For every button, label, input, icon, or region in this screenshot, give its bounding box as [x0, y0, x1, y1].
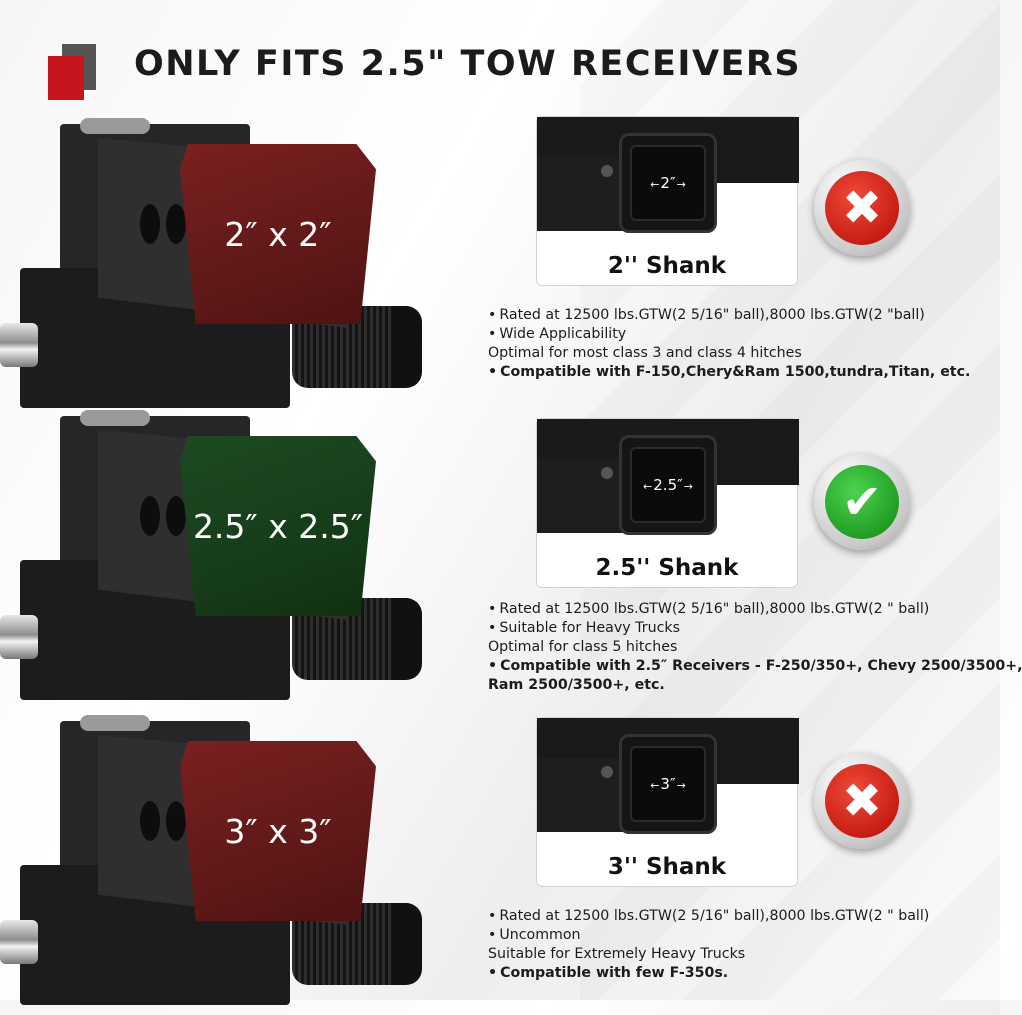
shank-block: 2.5″ x 2.5″ — [180, 436, 376, 616]
spec-item: Compatible with F-150,Chery&Ram 1500,tun… — [484, 363, 970, 382]
shank-size-label: 2.5″ x 2.5″ — [192, 506, 364, 546]
spec-item: Suitable for Heavy Trucks — [484, 619, 1022, 638]
spec-list: Rated at 12500 lbs.GTW(2 5/16" ball),800… — [484, 600, 1022, 695]
fit-badge: ✔ — [814, 454, 910, 550]
spec-item: Compatible with few F-350s. — [484, 964, 929, 983]
receiver-opening: 2.5″ — [619, 435, 717, 535]
air-coupler — [0, 323, 38, 367]
receiver-card: 2.5″ 2.5'' Shank — [536, 418, 799, 588]
check-icon: ✔ — [825, 465, 899, 539]
receiver-card: 3″ 3'' Shank — [536, 717, 799, 887]
receiver-dimension: 3″ — [650, 775, 686, 793]
shank-size-label: 3″ x 3″ — [224, 811, 332, 851]
spec-item: Optimal for class 5 hitches — [488, 639, 678, 655]
spec-item: Rated at 12500 lbs.GTW(2 5/16" ball),800… — [484, 907, 929, 926]
section-2in-shank: 2″ x 2″ 2″ 2'' Shank ✖ Rated at 12500 lb… — [0, 116, 1000, 418]
receiver-card: 2″ 2'' Shank — [536, 116, 799, 286]
spec-item: Rated at 12500 lbs.GTW(2 5/16" ball),800… — [484, 600, 1022, 619]
receiver-title: 2'' Shank — [607, 253, 727, 279]
fit-badge: ✖ — [814, 753, 910, 849]
fit-badge: ✖ — [814, 160, 910, 256]
cross-icon: ✖ — [825, 171, 899, 245]
page-title: ONLY FITS 2.5" TOW RECEIVERS — [134, 44, 802, 84]
air-coupler — [0, 920, 38, 964]
shank-size-label: 2″ x 2″ — [224, 214, 332, 254]
spec-item: Wide Applicability — [484, 325, 970, 344]
receiver-dimension: 2.5″ — [643, 476, 693, 494]
cross-icon: ✖ — [825, 764, 899, 838]
spec-item: Ram 2500/3500+, etc. — [488, 677, 665, 693]
receiver-title: 3'' Shank — [607, 854, 727, 880]
spec-list: Rated at 12500 lbs.GTW(2 5/16" ball),800… — [484, 306, 970, 382]
spec-item: Compatible with 2.5″ Receivers - F-250/3… — [484, 657, 1022, 676]
spec-list: Rated at 12500 lbs.GTW(2 5/16" ball),800… — [484, 907, 929, 983]
section-3in-shank: 3″ x 3″ 3″ 3'' Shank ✖ Rated at 12500 lb… — [0, 715, 1000, 1015]
hitch-mount-image: 2″ x 2″ — [0, 118, 470, 408]
hitch-mount-image: 3″ x 3″ — [0, 715, 470, 1005]
spec-item: Optimal for most class 3 and class 4 hit… — [488, 345, 802, 361]
shank-block: 2″ x 2″ — [180, 144, 376, 324]
section-2-5in-shank: 2.5″ x 2.5″ 2.5″ 2.5'' Shank ✔ Rated at … — [0, 410, 1022, 710]
receiver-dimension: 2″ — [650, 174, 686, 192]
receiver-opening: 3″ — [619, 734, 717, 834]
shank-block: 3″ x 3″ — [180, 741, 376, 921]
receiver-opening: 2″ — [619, 133, 717, 233]
receiver-title: 2.5'' Shank — [595, 555, 739, 581]
logo-mark-front — [48, 56, 84, 100]
hitch-mount-image: 2.5″ x 2.5″ — [0, 410, 470, 700]
spec-item: Uncommon — [484, 926, 929, 945]
spec-item: Rated at 12500 lbs.GTW(2 5/16" ball),800… — [484, 306, 970, 325]
spec-item: Suitable for Extremely Heavy Trucks — [488, 946, 746, 962]
air-coupler — [0, 615, 38, 659]
